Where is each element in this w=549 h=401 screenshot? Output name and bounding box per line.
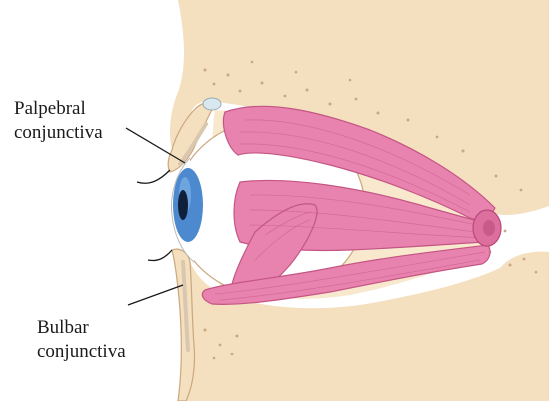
lacrimal-gland	[203, 98, 221, 110]
bulbar-conjunctiva-label: Bulbar conjunctiva	[37, 316, 126, 364]
palpebral-lid-curve	[137, 170, 170, 183]
palpebral-label-line1: Palpebral	[14, 97, 103, 121]
bulbar-label-line1: Bulbar	[37, 316, 126, 340]
bulbar-label-line2: conjunctiva	[37, 340, 126, 364]
palpebral-label-line2: conjunctiva	[14, 121, 103, 145]
optic-canal	[483, 220, 495, 236]
bulbar-leader-line	[128, 285, 183, 305]
bulbar-lid-curve	[148, 250, 172, 261]
palpebral-conjunctiva-label: Palpebral conjunctiva	[14, 97, 103, 145]
pupil	[178, 190, 188, 220]
